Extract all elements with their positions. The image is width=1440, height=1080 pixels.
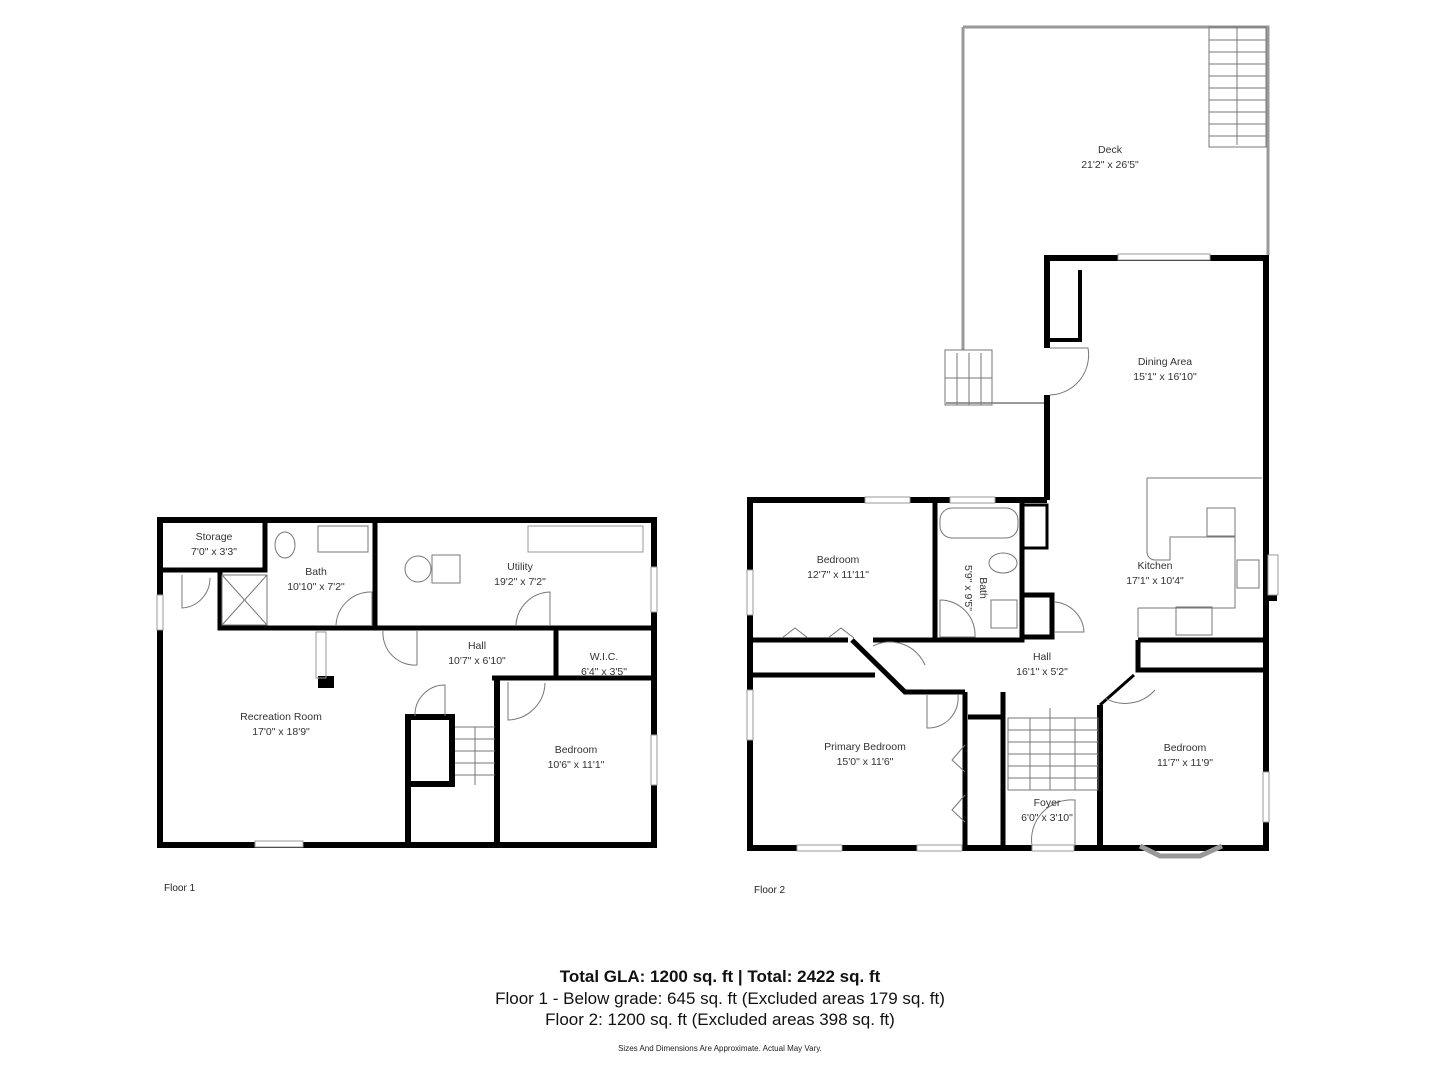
room-dimensions: 21'2" x 26'5" xyxy=(1081,159,1139,171)
room-name: Recreation Room xyxy=(240,711,322,723)
room-name: Hall xyxy=(1032,651,1052,663)
room-bedroom: Bedroom 10'6" x 11'1" xyxy=(548,743,605,773)
room-recreation-room: Recreation Room 17'0" x 18'9" xyxy=(240,710,322,740)
room-name: Utility xyxy=(507,561,533,573)
floor-1-plan xyxy=(156,517,658,848)
room-deck: Deck 21'2" x 26'5" xyxy=(1081,143,1139,173)
room-dimensions: 12'7" x 11'11" xyxy=(807,569,869,581)
room-bath: Bath 10'10" x 7'2" xyxy=(287,565,345,595)
room-name: Primary Bedroom xyxy=(824,741,906,753)
room-name: Deck xyxy=(1098,144,1122,156)
room-dimensions: 6'0" x 3'10" xyxy=(1021,812,1073,824)
area-summary: Total GLA: 1200 sq. ft | Total: 2422 sq.… xyxy=(0,966,1440,1053)
room-name: Bedroom xyxy=(554,744,598,756)
room-bedroom-2: Bedroom 12'7" x 11'11" xyxy=(807,553,869,583)
room-dimensions: 19'2" x 7'2" xyxy=(494,576,546,588)
room-dimensions: 10'6" x 11'1" xyxy=(547,759,605,771)
floor-1-area: Floor 1 - Below grade: 645 sq. ft (Exclu… xyxy=(495,989,945,1008)
room-dimensions: 17'1" x 10'4" xyxy=(1126,575,1184,587)
room-name: Bedroom xyxy=(816,554,860,566)
room-hall: Hall 10'7" x 6'10" xyxy=(448,639,506,669)
room-dimensions: 16'1" x 5'2" xyxy=(1016,666,1068,678)
room-name: W.I.C. xyxy=(589,651,619,663)
floor-2-label: Floor 2 xyxy=(754,885,786,896)
room-dimensions: 10'10" x 7'2" xyxy=(287,581,345,593)
room-dimensions: 17'0" x 18'9" xyxy=(252,726,310,738)
room-name: Bath xyxy=(977,577,989,599)
total-area: Total GLA: 1200 sq. ft | Total: 2422 sq.… xyxy=(559,967,881,986)
floor-1-label: Floor 1 xyxy=(164,883,196,894)
room-name: Storage xyxy=(195,531,233,543)
room-kitchen: Kitchen 17'1" x 10'4" xyxy=(1126,559,1184,589)
room-name: Hall xyxy=(467,640,487,652)
room-dimensions: 11'7" x 11'9" xyxy=(1156,757,1214,769)
disclaimer: Sizes And Dimensions Are Approximate. Ac… xyxy=(618,1044,822,1053)
room-dimensions: 15'1" x 16'10" xyxy=(1133,371,1197,383)
room-dining-area: Dining Area 15'1" x 16'10" xyxy=(1133,355,1196,385)
floor-2-area: Floor 2: 1200 sq. ft (Excluded areas 398… xyxy=(545,1010,895,1029)
room-utility: Utility 19'2" x 7'2" xyxy=(494,560,546,590)
room-name: Dining Area xyxy=(1137,356,1193,368)
room-name: Bedroom xyxy=(1163,742,1207,754)
room-hall-2: Hall 16'1" x 5'2" xyxy=(1016,650,1068,680)
room-wic: W.I.C. 6'4" x 3'5" xyxy=(581,650,627,680)
room-dimensions: 6'4" x 3'5" xyxy=(581,666,627,678)
room-name: Bath xyxy=(305,566,327,578)
room-name: Foyer xyxy=(1033,797,1061,809)
room-dimensions: 7'0" x 3'3" xyxy=(191,546,237,558)
room-dimensions: 10'7" x 6'10" xyxy=(448,655,506,667)
room-name: Kitchen xyxy=(1137,560,1173,572)
floor-2-plan xyxy=(746,25,1279,859)
room-bedroom-3: Bedroom 11'7" x 11'9" xyxy=(1157,741,1213,771)
room-primary-bedroom: Primary Bedroom 15'0" x 11'6" xyxy=(824,740,906,770)
room-dimensions: 15'0" x 11'6" xyxy=(836,756,894,768)
room-foyer: Foyer 6'0" x 3'10" xyxy=(1021,796,1073,826)
room-storage: Storage 7'0" x 3'3" xyxy=(191,530,237,560)
room-dimensions: 5'9" x 9'5" xyxy=(962,565,974,611)
